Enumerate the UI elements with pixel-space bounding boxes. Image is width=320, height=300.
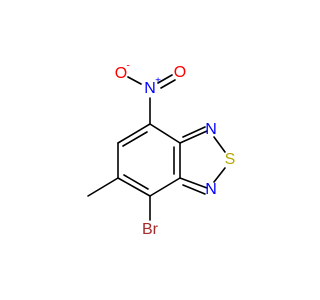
charge-plus: +: [155, 76, 161, 87]
atom-o-minus: O: [115, 65, 127, 82]
bond-c6-c7: [117, 177, 151, 197]
atom-o-double: O: [174, 64, 186, 81]
bond-s-n: [213, 167, 226, 183]
bond-c6-c7-inner: [123, 174, 149, 190]
bond-c7-c7a: [149, 177, 181, 197]
atom-n-nitro: N: [144, 80, 156, 97]
bond-c3a-n-inner: [182, 126, 206, 138]
bond-nitro-o-double: [157, 74, 173, 84]
bond-c5-methyl: [87, 177, 119, 197]
atom-labels: O - N + O N S N Br: [115, 61, 236, 239]
bonds: [87, 74, 226, 221]
bond-n-c7a-inner: [182, 184, 206, 195]
atom-br: Br: [142, 221, 159, 238]
bond-c4-c5-inner: [122, 131, 148, 147]
bond-n-s: [213, 136, 226, 153]
bond-nitro-o-minus: [127, 76, 142, 85]
atom-n-ring-bottom: N: [205, 181, 217, 198]
charge-minus: -: [126, 61, 129, 72]
atom-s-ring: S: [225, 151, 236, 168]
bond-c4-c5: [117, 123, 151, 144]
bond-n-c7a: [179, 177, 208, 189]
bond-c3a-n: [179, 130, 208, 144]
atom-n-ring-top: N: [205, 121, 217, 138]
bond-c3a-c4: [149, 123, 181, 144]
bond-nitro-o-double-2: [160, 79, 176, 89]
molecule-structure: O - N + O N S N Br: [87, 61, 236, 239]
